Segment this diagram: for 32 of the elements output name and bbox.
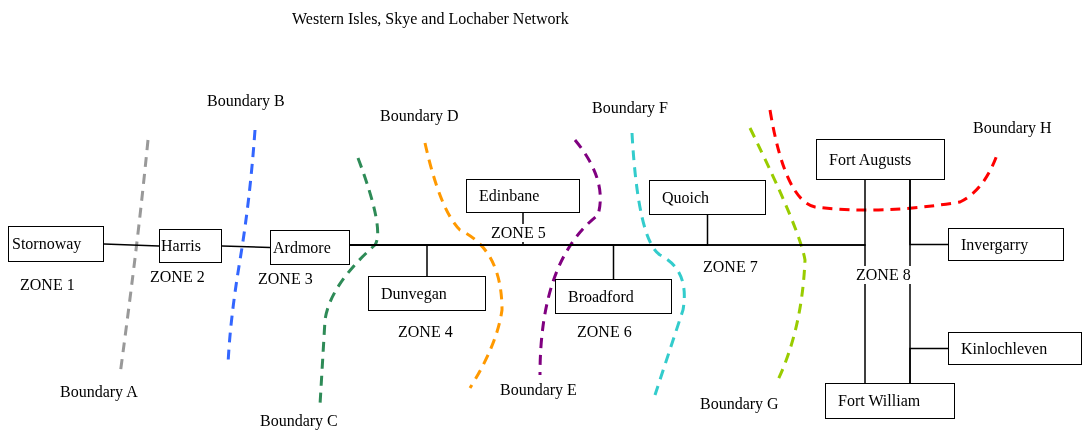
area-label: Boundary G [700,395,779,413]
area-label: Boundary E [500,381,577,399]
station-box: Ardmore [270,230,350,265]
area-label: ZONE 6 [577,323,632,341]
area-label: ZONE 4 [398,323,453,341]
station-box: Invergarry [948,228,1064,261]
area-label: Boundary D [380,107,459,125]
area-label: Boundary H [973,119,1052,137]
station-box: Fort Augusts [816,139,945,180]
connector-line [103,243,160,247]
station-box: Dunvegan [368,276,486,311]
station-box: Fort William [825,383,955,419]
station-box: Quoich [649,180,766,215]
connector-line [909,347,949,384]
diagram-title: Western Isles, Skye and Lochaber Network [292,10,569,28]
area-label: ZONE 3 [258,270,313,288]
connector-line [909,179,949,246]
area-label: ZONE 1 [20,276,75,294]
area-label: ZONE 7 [703,258,758,276]
station-box: Stornoway [8,226,104,262]
station-box: Harris [159,229,222,263]
connector-line [221,245,271,249]
station-box: Kinlochleven [948,332,1082,365]
area-label: Boundary F [592,99,668,117]
area-label: ZONE 5 [491,224,546,242]
area-label: ZONE 2 [150,268,205,286]
area-label: ZONE 8 [856,266,911,284]
area-label: Boundary A [60,383,138,401]
area-label: Boundary C [260,412,338,430]
station-box: Edinbane [466,179,580,213]
station-box: Broadford [555,279,672,314]
area-label: Boundary B [207,92,285,110]
